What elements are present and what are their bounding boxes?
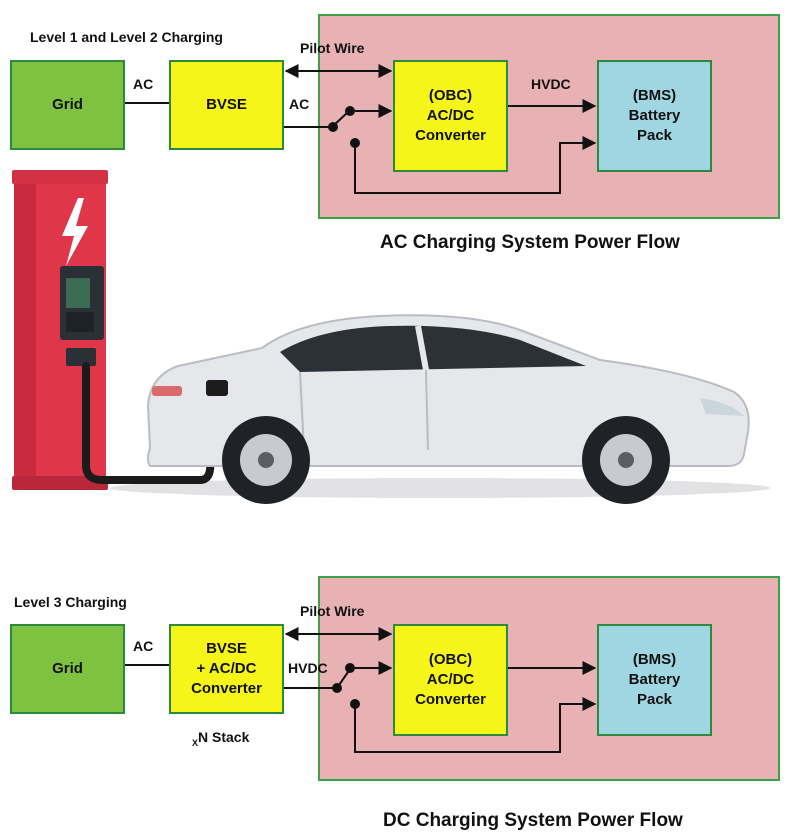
ac-bvse-output-label: AC [289,96,310,112]
dc-bvse-converter-box: BVSE + AC/DC Converter [169,624,284,714]
ac-hvdc-label: HVDC [531,76,571,92]
ac-section-heading: Level 1 and Level 2 Charging [30,29,223,45]
ac-bms-battery-box: (BMS) Battery Pack [597,60,712,172]
charging-station-icon [12,170,108,490]
dc-stack-label: XN Stack [192,729,249,748]
dc-bms-battery-box: (BMS) Battery Pack [597,624,712,736]
dc-switch-contact-obc [345,663,355,673]
ac-bvse-box: BVSE [169,60,284,150]
ac-grid-output-label: AC [133,76,154,92]
electric-car-icon [146,314,750,504]
dc-bypass-wire [354,697,597,753]
dc-pilot-wire-label: Pilot Wire [300,603,365,619]
ac-switch-pivot [328,122,338,132]
dc-obc-converter-box: (OBC) AC/DC Converter [393,624,508,736]
ac-switch-contact-obc [345,106,355,116]
dc-switch-pivot [332,683,342,693]
dc-stack-text: N Stack [198,729,250,745]
dc-section-caption: DC Charging System Power Flow [383,810,683,831]
ev-charging-illustration [12,170,770,504]
dc-section-heading: Level 3 Charging [14,594,127,610]
ac-grid-box: Grid [10,60,125,150]
dc-stack-subscript: X [192,737,199,748]
dc-grid-box: Grid [10,624,125,714]
lightning-bolt-icon [62,198,88,266]
dc-grid-output-label: AC [133,638,154,654]
ac-obc-converter-box: (OBC) AC/DC Converter [393,60,508,172]
dc-hvdc-label: HVDC [288,660,328,676]
ac-section-caption: AC Charging System Power Flow [380,232,680,253]
ac-pilot-wire-label: Pilot Wire [300,40,365,56]
ac-bypass-wire [354,136,597,194]
